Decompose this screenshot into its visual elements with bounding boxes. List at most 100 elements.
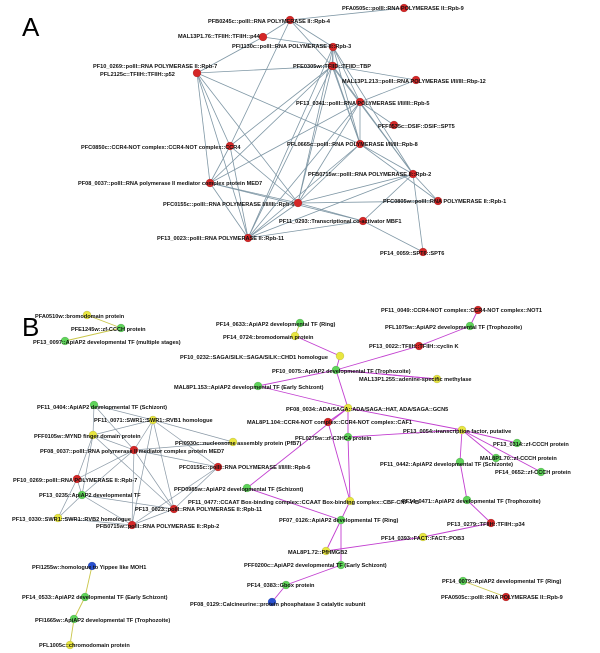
panel_a-edge: [196, 72, 211, 184]
panel_b-node-yellow[interactable]: [228, 437, 238, 447]
panel_a-edge: [229, 145, 299, 204]
panel_b-edge: [347, 407, 463, 431]
panel_b-node-yellow[interactable]: [290, 331, 300, 341]
panel_b-edge: [466, 499, 492, 524]
panel_a-node-red[interactable]: [258, 32, 268, 42]
panel_b-node-blue[interactable]: [87, 561, 97, 571]
panel_a-node-label: PF10_0269::pollI::RNA POLYMERASE II::Rpb…: [93, 64, 217, 70]
panel_b-node-green[interactable]: [80, 592, 90, 602]
panel_b-node-yellow[interactable]: [418, 532, 428, 542]
panel_a-node-red[interactable]: [225, 141, 235, 151]
panel_b-node-green[interactable]: [491, 453, 501, 463]
panel_b-node-green[interactable]: [458, 576, 468, 586]
panel_b-node-red[interactable]: [169, 504, 179, 514]
panel_b-node-label: PF14_0079::ApiAP2 developmental TF (Ring…: [442, 579, 561, 585]
panel_b-edge: [294, 335, 341, 357]
panel_b-node-red[interactable]: [501, 592, 511, 602]
panel_b-node-yellow[interactable]: [148, 415, 158, 425]
panel_b-edge: [131, 508, 175, 526]
panel_b-node-green[interactable]: [455, 457, 465, 467]
panel_a-edge: [262, 19, 291, 38]
panel_b-node-yellow[interactable]: [82, 310, 92, 320]
panel_b-node-label: PFA0505c::pollI::RNA POLYMERASE II::Rpb-…: [441, 595, 563, 601]
panel_a-edge: [297, 143, 361, 204]
panel_a-node-red[interactable]: [399, 3, 409, 13]
panel_b-node-green[interactable]: [336, 560, 346, 570]
panel_b-edge: [152, 419, 175, 510]
panel_b-node-green[interactable]: [536, 467, 546, 477]
panel_b-node-green[interactable]: [69, 614, 79, 624]
panel_b-node-yellow[interactable]: [88, 430, 98, 440]
panel_b-node-yellow[interactable]: [335, 351, 345, 361]
panel_b-node-label: PF08_0129::Calcineurine::protein phospha…: [190, 602, 365, 608]
panel_b-node-green[interactable]: [343, 432, 353, 442]
panel_b-node-red[interactable]: [213, 462, 223, 472]
panel_b-node-green[interactable]: [295, 318, 305, 328]
panel_b-node-yellow[interactable]: [65, 640, 75, 650]
panel_a-edge: [229, 19, 291, 147]
panel_b-node-green[interactable]: [462, 495, 472, 505]
panel_a-node-red[interactable]: [293, 198, 303, 208]
panel_b-node-green[interactable]: [512, 438, 522, 448]
panel_b-node-green[interactable]: [242, 483, 252, 493]
panel_b-node-green[interactable]: [465, 321, 475, 331]
panel_b-node-green[interactable]: [60, 336, 70, 346]
panel_b-edge: [81, 434, 94, 496]
panel_a-node-red[interactable]: [328, 42, 338, 52]
panel_b-edge: [173, 466, 219, 510]
panel-b-letter: B: [22, 312, 39, 342]
panel_a-node-red[interactable]: [433, 196, 443, 206]
panel_a-node-red[interactable]: [408, 169, 418, 179]
panel_a-node-red[interactable]: [411, 75, 421, 85]
panel_b-edge: [335, 345, 420, 371]
panel_b-node-red[interactable]: [127, 520, 137, 530]
panel_a-edge: [247, 46, 334, 239]
panel_a-node-red[interactable]: [358, 216, 368, 226]
panel_a-node-red[interactable]: [205, 178, 215, 188]
panel_a-edge: [331, 65, 414, 175]
panel_b-node-green[interactable]: [331, 365, 341, 375]
panel_b-node-green[interactable]: [77, 490, 87, 500]
panel_a-node-red[interactable]: [355, 97, 365, 107]
panel_b-node-yellow[interactable]: [457, 425, 467, 435]
panel_b-node-label: PFI0930c::nucleosome assembly protein (P…: [175, 441, 301, 447]
panel_b-edge: [64, 327, 122, 342]
panel_b-node-red[interactable]: [473, 305, 483, 315]
panel_b-node-red[interactable]: [414, 341, 424, 351]
panel_a-node-red[interactable]: [418, 247, 428, 257]
panel_b-node-label: PF10_0075::ApiAP2 developmental TF (Trop…: [272, 369, 411, 375]
panel_b-node-yellow[interactable]: [343, 403, 353, 413]
panel_b-node-green[interactable]: [281, 580, 291, 590]
panel_b-node-red[interactable]: [486, 518, 496, 528]
panel_b-node-red[interactable]: [129, 445, 139, 455]
panel_b-node-red[interactable]: [72, 474, 82, 484]
panel_b-node-label: PFI1665w::ApiAP2 developmental TF (Troph…: [35, 618, 170, 624]
panel_b-node-red[interactable]: [323, 417, 333, 427]
panel_b-node-yellow[interactable]: [432, 374, 442, 384]
panel_b-node-green[interactable]: [253, 381, 263, 391]
panel_a-node-label: PFC0155c::pollI::RNA POLYMERASE I/II/III…: [163, 202, 294, 208]
panel_b-edge: [93, 404, 154, 421]
panel_b-node-green[interactable]: [336, 515, 346, 525]
panel_a-edge: [247, 101, 361, 239]
panel_b-node-label: MAL8P1.104::CCR4-NOT complex::CCR4-NOT c…: [247, 420, 412, 426]
panel_a-node-red[interactable]: [243, 233, 253, 243]
panel_a-node-red[interactable]: [192, 68, 202, 78]
panel_a-node-label: PFA0505c::pollI::RNA POLYMERASE II::Rpb-…: [342, 6, 464, 12]
panel_a-node-red[interactable]: [328, 61, 338, 71]
panel_b-node-blue[interactable]: [267, 597, 277, 607]
panel_b-node-yellow[interactable]: [53, 513, 63, 523]
panel_b-node-yellow[interactable]: [345, 496, 355, 506]
panel_a-node-red[interactable]: [285, 15, 295, 25]
panel_a-edge: [297, 101, 361, 204]
panel_a-node-red[interactable]: [389, 120, 399, 130]
panel_b-node-green[interactable]: [116, 323, 126, 333]
panel_a-edge: [209, 65, 333, 184]
panel_b-node-yellow[interactable]: [321, 546, 331, 556]
panel_b-edge: [57, 494, 83, 519]
panel_a-edge: [196, 72, 361, 145]
panel_a-node-red[interactable]: [355, 139, 365, 149]
panel_b-node-green[interactable]: [89, 400, 99, 410]
panel_a-edge: [196, 72, 231, 147]
